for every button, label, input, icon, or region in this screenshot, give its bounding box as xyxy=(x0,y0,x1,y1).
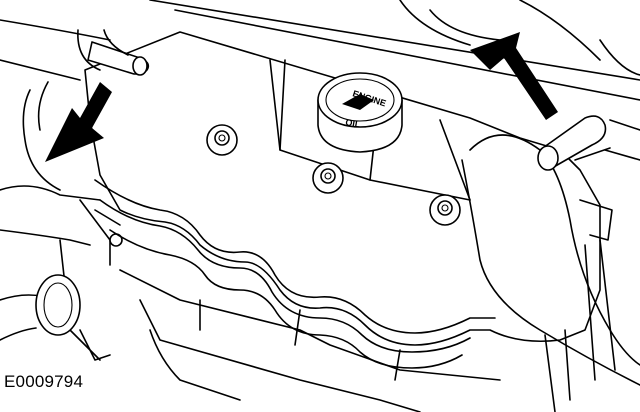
left-engine-block xyxy=(0,81,123,361)
oil-filler-cap: ENGINE OIL xyxy=(317,72,403,153)
valve-cover xyxy=(84,31,640,412)
bolt-left xyxy=(206,124,238,156)
arrow-right-indicator xyxy=(470,32,558,120)
breather-hose-left xyxy=(77,29,150,76)
bolt-center xyxy=(312,162,344,194)
breather-hose-right xyxy=(537,115,611,171)
valve-cover-bolts xyxy=(206,124,461,226)
bolt-right xyxy=(429,194,461,226)
figure-id-label: E0009794 xyxy=(4,372,84,391)
background-structure xyxy=(0,0,640,101)
indicator-arrows xyxy=(45,32,558,162)
arrow-left-indicator xyxy=(45,82,112,162)
oil-cap-label-bottom: OIL xyxy=(345,117,362,130)
